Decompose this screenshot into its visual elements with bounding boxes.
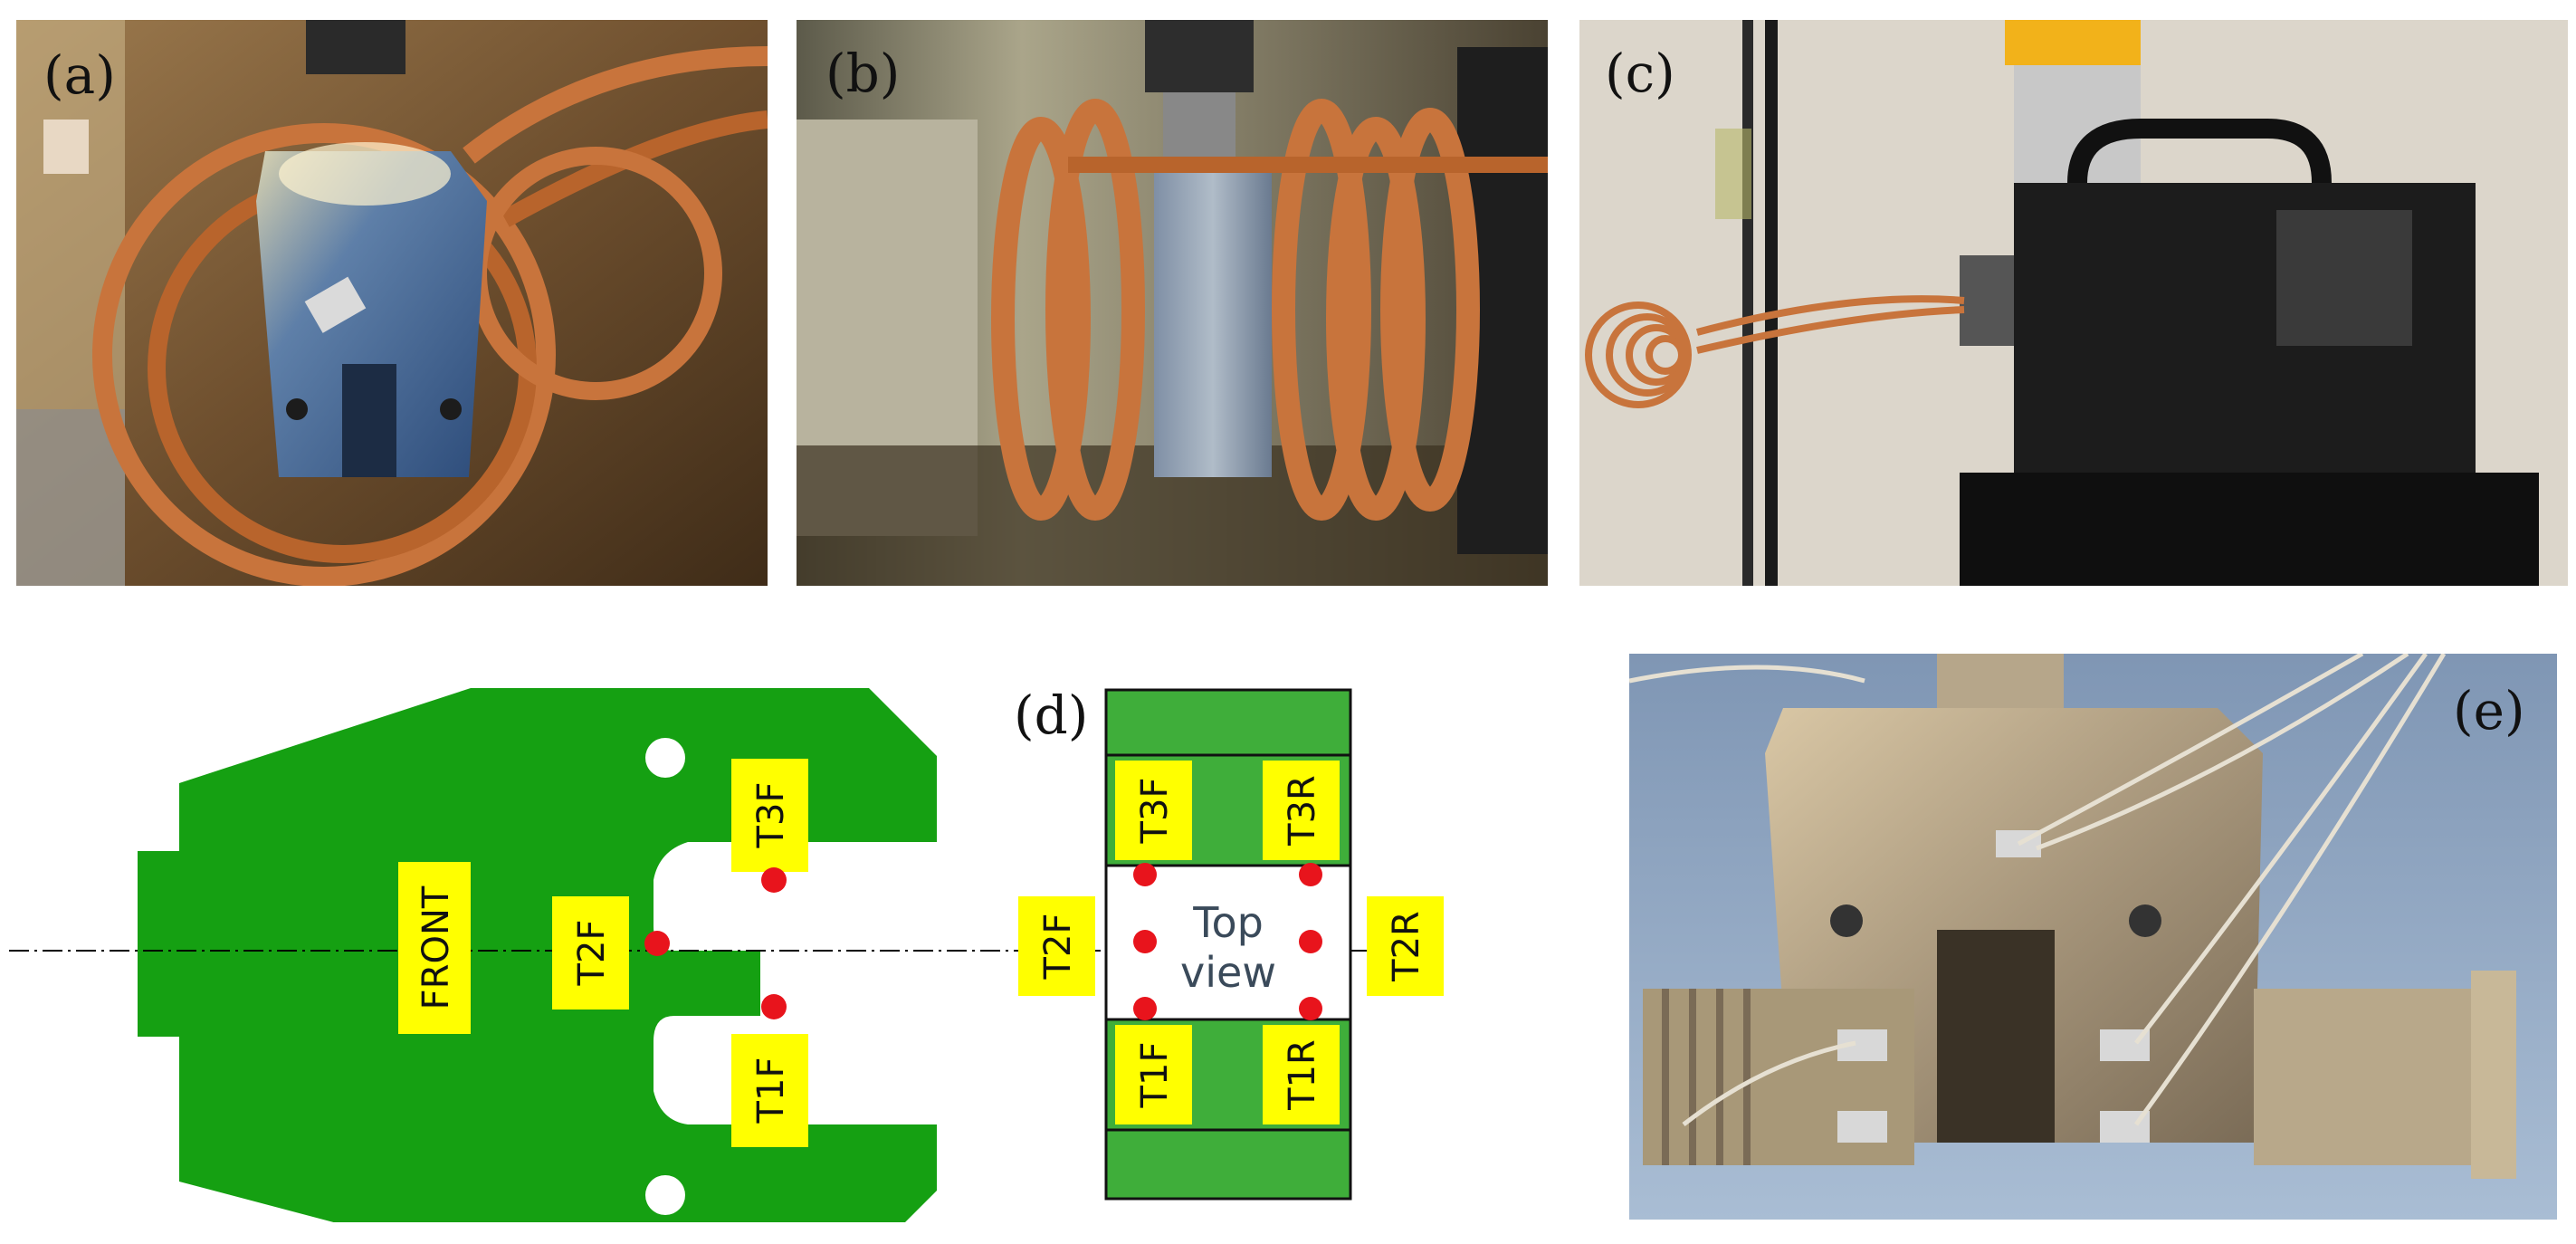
thermocouple-layout-diagram: FRONT T3F T2F T1F (d) Top view T3F T3R T… <box>9 684 1448 1222</box>
panel-label-c: (c) <box>1605 43 1675 104</box>
thermocouple-T2F-dot <box>644 931 670 956</box>
solenoid-coil-photo-b <box>797 20 1548 586</box>
thermocouple-dot-T3R-top <box>1299 863 1322 886</box>
tag-top-T2F-text: T2F <box>1037 914 1079 981</box>
top-view-text-line1: Top <box>1192 898 1264 947</box>
photo-panel-a: (a) <box>16 20 768 586</box>
tag-top-T2F: T2F <box>1018 896 1095 996</box>
tag-front-T2F: T2F <box>552 896 629 1010</box>
tag-front-T2F-text: T2F <box>571 920 613 987</box>
induction-coil-photo-a <box>16 20 768 586</box>
tag-front-T1F-text: T1F <box>750 1057 792 1124</box>
pin-hole-top <box>645 738 685 778</box>
thermocouple-dot-T2F-top <box>1133 930 1157 953</box>
panel-label-d: (d) <box>1014 684 1088 746</box>
photo-panel-e: (e) <box>1629 654 2557 1220</box>
induction-heater-photo-c <box>1579 20 2568 586</box>
front-label-text: FRONT <box>415 885 457 1010</box>
panel-label-a: (a) <box>43 44 116 106</box>
thermocouple-dot-T1F-top <box>1133 997 1157 1020</box>
tag-top-T1R: T1R <box>1263 1025 1340 1124</box>
tag-top-T1R-text: T1R <box>1282 1039 1323 1111</box>
front-label-tag: FRONT <box>398 862 471 1034</box>
tag-top-T1F: T1F <box>1115 1025 1192 1124</box>
front-view-specimen <box>138 688 937 1222</box>
pin-hole-bottom <box>645 1175 685 1215</box>
tag-top-T3R-text: T3R <box>1282 775 1323 847</box>
tag-top-T2R-text: T2R <box>1386 911 1427 982</box>
tag-top-T2R: T2R <box>1367 896 1444 996</box>
tag-front-T3F-text: T3F <box>750 782 792 849</box>
top-view-text-line2: view <box>1180 948 1276 997</box>
photo-panel-c: (c) <box>1579 20 2568 586</box>
thermocouple-dot-T1R-top <box>1299 997 1322 1020</box>
tag-top-T1F-text: T1F <box>1134 1042 1176 1109</box>
instrumented-specimen-photo-e <box>1629 654 2557 1220</box>
panel-label-b: (b) <box>825 43 901 104</box>
tag-top-T3F: T3F <box>1115 761 1192 860</box>
top-view-thermocouple-dots <box>1133 863 1322 1020</box>
tag-front-T1F: T1F <box>731 1034 808 1147</box>
thermocouple-dot-T3F-top <box>1133 863 1157 886</box>
tag-top-T3F-text: T3F <box>1134 778 1176 845</box>
tag-top-T3R: T3R <box>1263 761 1340 860</box>
thermocouple-dot-T2R-top <box>1299 930 1322 953</box>
thermocouple-T1F-dot <box>761 994 787 1019</box>
panel-label-e: (e) <box>2453 680 2525 742</box>
tag-front-T3F: T3F <box>731 759 808 872</box>
thermocouple-T3F-dot <box>761 867 787 893</box>
photo-panel-b: (b) <box>797 20 1548 586</box>
